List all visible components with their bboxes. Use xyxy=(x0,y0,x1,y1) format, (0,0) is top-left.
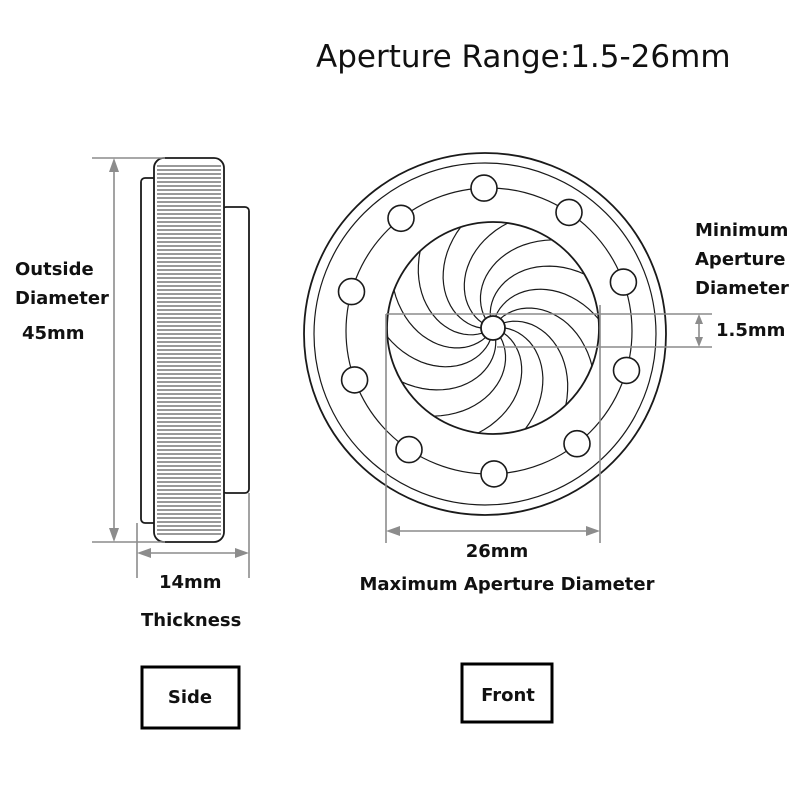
thickness-label: Thickness xyxy=(141,610,241,631)
iris-blade xyxy=(479,239,578,319)
front-view-box xyxy=(460,662,554,724)
side-front-boss xyxy=(221,206,250,494)
thickness-value: 14mm xyxy=(159,572,222,593)
front-outer-ring-inner-edge xyxy=(313,162,657,506)
min-aperture-label-line3: Diameter xyxy=(695,278,789,299)
max-aperture-label: Maximum Aperture Diameter xyxy=(359,574,654,595)
mounting-hole xyxy=(555,198,583,227)
mounting-hole xyxy=(387,204,415,233)
min-arrow-top xyxy=(695,314,703,324)
iris-blades xyxy=(387,222,599,434)
od-arrow-top xyxy=(109,158,119,172)
iris-blade xyxy=(387,315,491,368)
iris-blade xyxy=(408,337,507,417)
mounting-hole xyxy=(563,429,591,458)
mounting-hole xyxy=(609,268,638,296)
iris-blade xyxy=(503,320,569,430)
iris-blade xyxy=(500,307,596,392)
front-view-label: Front xyxy=(481,685,535,706)
thickness-arrow-left xyxy=(137,548,151,558)
thickness-arrow-right xyxy=(235,548,249,558)
max-aperture-value: 26mm xyxy=(466,541,529,562)
iris-blade xyxy=(489,265,599,317)
iris-blade xyxy=(417,226,483,336)
title-text: Aperture Range:1.5-26mm xyxy=(316,39,731,75)
iris-blade xyxy=(390,264,486,349)
max-arrow-right xyxy=(586,526,600,536)
max-arrow-left xyxy=(386,526,400,536)
side-knurl-lines xyxy=(157,165,221,535)
mounting-hole xyxy=(395,435,423,464)
mounting-hole xyxy=(470,174,498,202)
side-view-box xyxy=(140,665,241,730)
iris-blade xyxy=(463,222,532,324)
front-view: Minimum Aperture Diameter 1.5mm 26mm Max… xyxy=(303,152,789,724)
iris-blade xyxy=(504,327,544,434)
aperture-opening xyxy=(480,315,506,341)
outside-diameter-label-line2: Diameter xyxy=(15,288,109,309)
iris-blade xyxy=(442,222,482,329)
side-view-label: Side xyxy=(168,687,212,708)
mounting-hole xyxy=(340,366,369,394)
mounting-hole xyxy=(612,356,641,385)
mounting-hole xyxy=(337,277,366,306)
outside-diameter-value: 45mm xyxy=(22,323,85,344)
front-mounting-holes xyxy=(337,174,641,488)
outside-diameter-label-line1: Outside xyxy=(15,259,94,280)
side-view: Outside Diameter 45mm 14mm Thickness Sid… xyxy=(15,157,250,730)
min-aperture-label-line1: Minimum xyxy=(695,220,788,241)
min-aperture-value: 1.5mm xyxy=(716,320,785,341)
min-arrow-bottom xyxy=(695,337,703,347)
od-arrow-bottom xyxy=(109,528,119,542)
iris-blade xyxy=(387,339,497,391)
min-aperture-label-line2: Aperture xyxy=(695,249,785,270)
mounting-hole xyxy=(480,460,508,488)
